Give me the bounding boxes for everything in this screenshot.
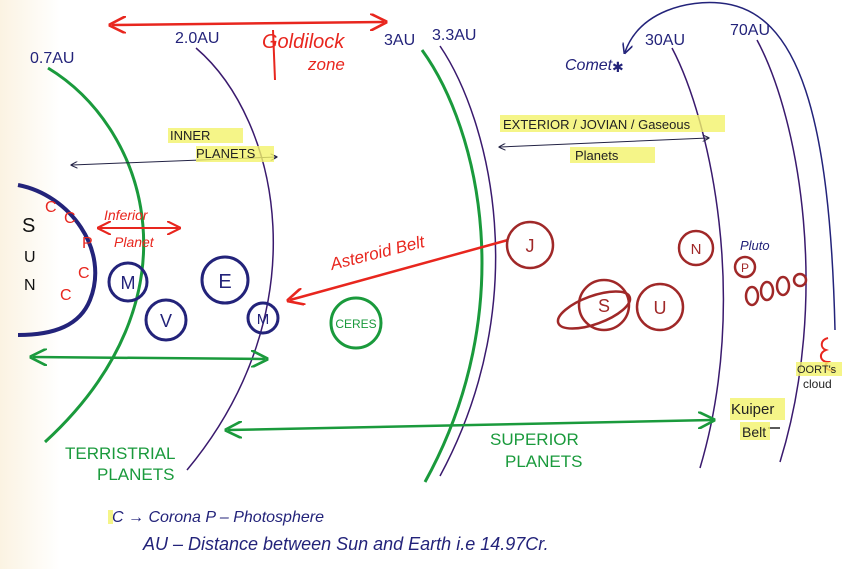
oort-cloud-label: OORT's	[797, 364, 837, 376]
exterior-planets-label: EXTERIOR / JOVIAN / Gaseous	[503, 117, 691, 132]
inner-planets-label: INNER	[170, 128, 210, 143]
orbit-30au	[671, 47, 725, 469]
planet-neptune: N	[691, 241, 702, 258]
superior-planets-label: SUPERIOR	[490, 430, 579, 449]
goldilock-zone-label: zone	[307, 55, 345, 74]
corona-label: C	[78, 265, 90, 282]
comet-label: Comet	[565, 57, 613, 74]
sun-letter-n: N	[24, 277, 36, 294]
planet-mars: M	[257, 311, 270, 328]
asteroid-belt-label: Asteroid Belt	[327, 232, 427, 274]
pluto-label: Pluto	[740, 238, 770, 253]
terrestrial-planets-label: TERRISTRIAL	[65, 444, 176, 463]
goldilock-arrow	[112, 22, 384, 25]
goldilock-pointer	[272, 29, 276, 81]
inner-planets-label-2: PLANETS	[196, 146, 256, 161]
comet-icon: ✱	[612, 59, 624, 75]
asteroid-belt-arrow	[290, 238, 509, 300]
photosphere-label: P	[82, 235, 93, 252]
orbit-2-0au	[186, 47, 274, 471]
goldilock-label: Goldilock	[262, 31, 345, 53]
oort-cloud-loop	[625, 1, 836, 331]
distance-3-3au: 3.3AU	[432, 27, 476, 44]
terrestrial-arrow	[33, 357, 265, 359]
planet-saturn: S	[598, 296, 610, 316]
terrestrial-planets-label-2: PLANETS	[97, 465, 174, 484]
distance-70au: 70AU	[730, 22, 770, 39]
legend-corona-photosphere: C → Corona P – Photosphere	[112, 509, 324, 526]
planet-jupiter: J	[526, 236, 535, 256]
oort-cloud-label-2: cloud	[803, 377, 832, 391]
planet-pluto: P	[741, 261, 749, 275]
orbit-70au	[756, 39, 807, 463]
distance-3au: 3AU	[384, 32, 415, 49]
exterior-planets-label-2: Planets	[575, 148, 619, 163]
dwarf-planet-ceres: CERES	[335, 317, 376, 331]
corona-label: C	[45, 199, 57, 216]
legend-au-definition: AU – Distance between Sun and Earth i.e …	[142, 534, 549, 554]
distance-2-0au: 2.0AU	[175, 30, 219, 47]
orbit-3-3au	[439, 45, 497, 477]
sun-outline	[17, 183, 98, 337]
exterior-planets-arrow	[500, 138, 708, 147]
planet-mercury: M	[121, 273, 136, 293]
superior-planets-label-2: PLANETS	[505, 452, 582, 471]
kuiper-belt-label-2: Belt	[742, 424, 766, 440]
planet-earth: E	[218, 271, 231, 293]
planet-venus: V	[160, 311, 172, 331]
inferior-label: Inferior	[104, 207, 149, 223]
sun-letter-s: S	[22, 215, 35, 237]
distance-30au: 30AU	[645, 32, 685, 49]
inferior-planet-label: Planet	[114, 234, 155, 250]
sun-letter-u: U	[24, 249, 36, 266]
corona-label: C	[60, 287, 72, 304]
distance-0-7au: 0.7AU	[30, 50, 74, 67]
kuiper-belt-label: Kuiper	[731, 401, 774, 418]
corona-label: C	[64, 210, 76, 227]
planet-uranus: U	[654, 298, 667, 318]
superior-arrow	[228, 420, 712, 430]
